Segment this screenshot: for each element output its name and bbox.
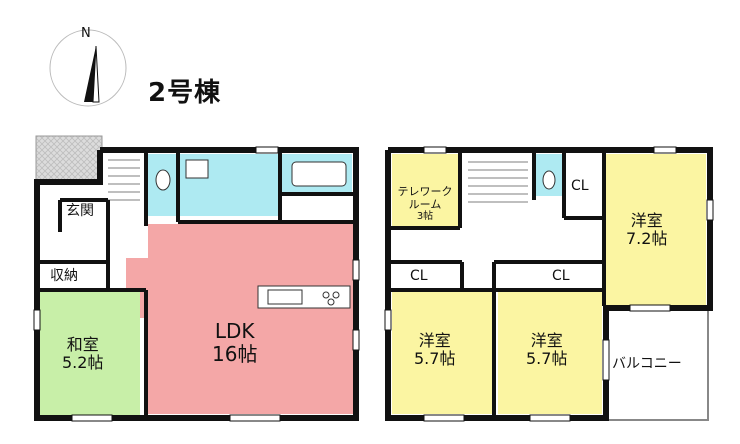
youshitsu-c-label: 洋室 5.7帖 <box>526 331 568 369</box>
ldk-size: 16帖 <box>212 342 258 366</box>
ldk-floor <box>148 224 354 414</box>
floor2-walls <box>385 147 713 421</box>
page-title: 2号棟 <box>148 78 222 108</box>
floor1-windows <box>33 146 360 422</box>
washitsu-name: 和室 <box>66 335 99 354</box>
toilet2-icon <box>542 170 556 190</box>
youshitsu-c-name: 洋室 <box>530 331 563 350</box>
cl-mid-label: CL <box>552 268 570 284</box>
youshitsu-a-size: 7.2帖 <box>626 229 668 249</box>
telework-line1: テレワーク <box>397 185 453 198</box>
youshitsu-b-size: 5.7帖 <box>414 349 456 369</box>
floor2-windows <box>384 146 714 422</box>
telework-size: 3帖 <box>416 211 434 223</box>
bathtub-icon <box>291 161 347 187</box>
ldk-name: LDK <box>214 319 255 343</box>
youshitsu-a-name: 洋室 <box>630 211 663 230</box>
porch-area <box>35 135 103 181</box>
floor2-interior-walls <box>388 150 606 418</box>
washitsu-label: 和室 5.2帖 <box>62 335 104 373</box>
shuno-label: 収納 <box>50 268 78 284</box>
youshitsu-a-label: 洋室 7.2帖 <box>626 211 668 249</box>
compass-label: N <box>81 26 91 41</box>
compass-icon <box>49 29 127 107</box>
telework-line2: ルーム <box>408 197 442 211</box>
ldk-label: LDK 16帖 <box>212 320 257 366</box>
washitsu-floor <box>40 292 140 416</box>
toilet-icon <box>155 169 171 191</box>
youshitsu-b-label: 洋室 5.7帖 <box>414 331 456 369</box>
youshitsu-a-floor <box>606 154 706 306</box>
balcony-label: バルコニー <box>612 356 682 373</box>
telework-label: テレワーク ルーム 3帖 <box>394 185 456 223</box>
youshitsu-c-size: 5.7帖 <box>526 349 568 369</box>
youshitsu-b-name: 洋室 <box>418 331 451 350</box>
cl-left-label: CL <box>410 268 428 284</box>
stove-icon <box>322 291 340 306</box>
stairs2-icon <box>468 161 528 203</box>
stairs-icon <box>108 159 140 201</box>
kitchen-sink-icon <box>267 289 303 305</box>
washitsu-size: 5.2帖 <box>62 353 104 373</box>
telework-floor <box>392 154 458 226</box>
sink-icon <box>185 159 209 179</box>
youshitsu-c-floor <box>498 290 602 414</box>
youshitsu-b-floor <box>392 290 492 414</box>
genkan-label: 玄関 <box>66 203 94 219</box>
floor1-interior-walls <box>37 150 356 418</box>
cl-top-label: CL <box>571 178 589 194</box>
